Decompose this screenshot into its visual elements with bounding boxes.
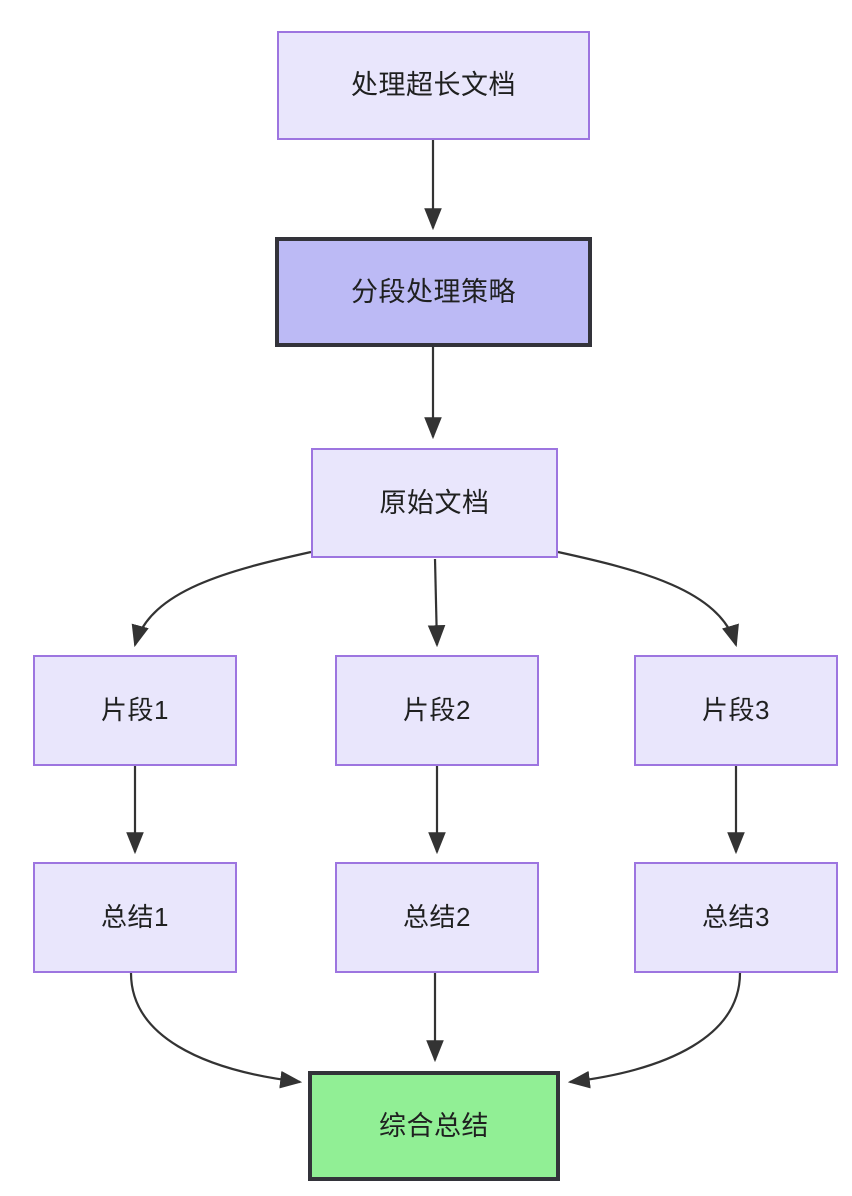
node-chunk-3-label: 片段3 [702, 694, 770, 725]
node-chunk-1[interactable]: 片段1 [33, 655, 237, 766]
node-chunk-2-label: 片段2 [403, 694, 471, 725]
node-summary-1[interactable]: 总结1 [33, 862, 237, 973]
node-strategy[interactable]: 分段处理策略 [275, 237, 592, 347]
node-chunk-3[interactable]: 片段3 [634, 655, 838, 766]
edge-sum1-to-final [129, 972, 303, 1089]
node-start[interactable]: 处理超长文档 [277, 31, 590, 140]
node-final-summary-label: 综合总结 [379, 1110, 489, 1141]
edge-source-to-chunk1 [131, 550, 312, 648]
node-source-document-label: 原始文档 [379, 487, 490, 518]
edge-sum3-to-final [567, 972, 742, 1089]
node-source-document[interactable]: 原始文档 [311, 448, 558, 558]
node-final-summary[interactable]: 综合总结 [308, 1071, 560, 1181]
node-summary-2[interactable]: 总结2 [335, 862, 539, 973]
node-summary-3-label: 总结3 [702, 901, 770, 932]
node-chunk-1-label: 片段1 [101, 694, 169, 725]
node-chunk-2[interactable]: 片段2 [335, 655, 539, 766]
node-summary-1-label: 总结1 [101, 901, 169, 932]
node-summary-3[interactable]: 总结3 [634, 862, 838, 973]
node-summary-2-label: 总结2 [403, 901, 471, 932]
node-start-label: 处理超长文档 [351, 70, 516, 101]
edge-source-to-chunk2 [427, 558, 446, 648]
edge-source-to-chunk3 [557, 550, 739, 648]
node-strategy-label: 分段处理策略 [351, 276, 516, 307]
